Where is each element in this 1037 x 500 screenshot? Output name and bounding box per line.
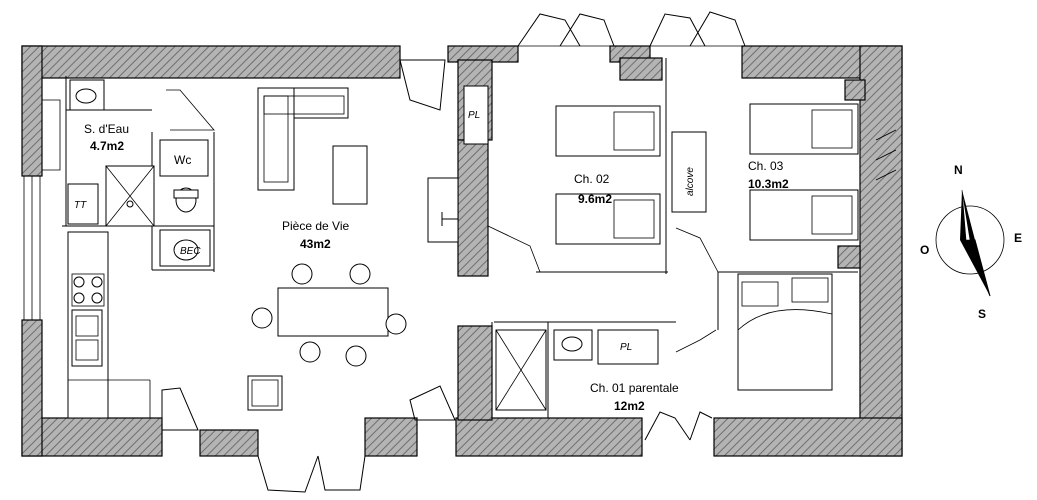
living-room: Pièce de Vie 43m2 [247,87,459,411]
pl-bottom-label: PL [620,342,632,353]
windows-bottom [161,385,713,493]
kitchen [67,231,151,419]
compass-north: N [954,163,963,177]
compass: N S E O [920,163,1022,321]
bedroom-03: Ch. 03 10.3m2 [675,103,859,273]
tt-label: TT [74,200,87,211]
ch02-area: 9.6m2 [578,192,612,206]
compass-west: O [920,243,929,257]
compass-east: E [1014,231,1022,245]
living-area: 43m2 [300,237,331,251]
ch03-name: Ch. 03 [748,159,784,173]
windows-top [399,11,746,111]
ch01-area: 12m2 [614,399,645,413]
ch03-area: 10.3m2 [748,177,789,191]
exterior-marks [875,129,897,181]
bedroom-01: PL Ch. 01 parentale 12m2 [495,273,833,413]
living-name: Pièce de Vie [282,219,349,233]
pl-top-label: PL [468,110,480,121]
wc-name: Wc [174,153,191,167]
salle-d-eau: TT S. d'Eau 4.7m2 [67,79,215,227]
sdeau-area: 4.7m2 [90,139,124,153]
windows-left [23,99,61,321]
sdeau-name: S. d'Eau [84,122,129,136]
alcove-label: alcove [685,167,696,196]
compass-south: S [978,307,986,321]
wc-room: BEC Wc [159,139,211,267]
bec-label: BEC [180,246,201,257]
ch01-name: Ch. 01 parentale [590,381,679,395]
ch02-name: Ch. 02 [574,172,610,186]
chairs [251,263,407,367]
bedroom-02: PL alcove Ch. 02 9.6m2 [463,85,707,273]
